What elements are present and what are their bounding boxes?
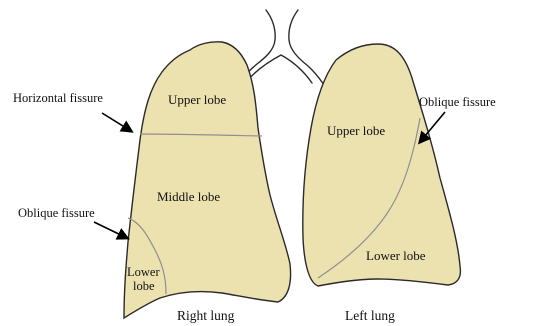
horizontal-fissure-label: Horizontal fissure xyxy=(13,91,103,105)
left-lower-lobe-label: Lower lobe xyxy=(366,248,426,263)
right-upper-lobe-label: Upper lobe xyxy=(168,92,226,107)
carina xyxy=(246,55,312,83)
right-lung-caption: Right lung xyxy=(177,308,235,323)
right-middle-lobe-label: Middle lobe xyxy=(157,189,220,204)
left-oblique-fissure-label: Oblique fissure xyxy=(419,95,496,109)
right-lower-lobe-label-line1: Lower xyxy=(127,265,160,279)
left-lung-caption: Left lung xyxy=(345,308,395,323)
horizontal-fissure-arrow xyxy=(102,113,131,131)
right-oblique-fissure-label: Oblique fissure xyxy=(18,206,95,220)
right-lower-lobe-label-line2: lobe xyxy=(133,279,155,293)
right-oblique-fissure-arrow xyxy=(94,222,127,238)
left-upper-lobe-label: Upper lobe xyxy=(327,123,385,138)
